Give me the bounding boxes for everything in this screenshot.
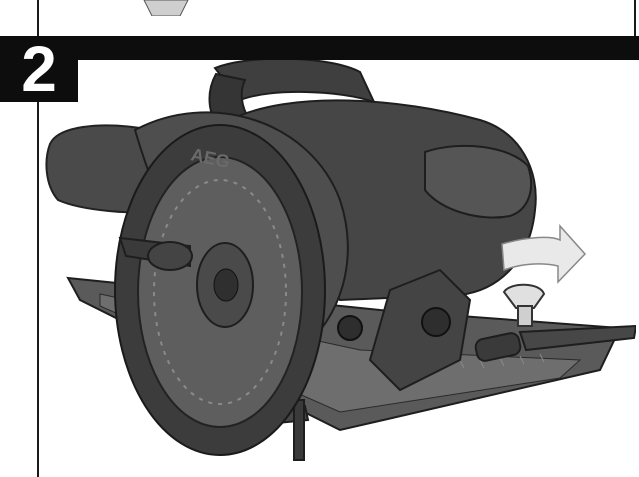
saw-front-knob: [118, 236, 193, 271]
previous-figure-fragment: [143, 0, 189, 16]
page-frame-right: [634, 0, 636, 42]
rotation-arrow: [501, 224, 587, 284]
page-frame-left: [37, 0, 39, 477]
depth-adjustment-bracket: [337, 268, 522, 392]
circular-saw-illustration: AEG: [45, 60, 636, 461]
bevel-wing-nut: [502, 283, 546, 327]
saw-blade-guard: AEG: [114, 111, 349, 456]
step-header-bar: [0, 36, 639, 60]
step-number: 2: [0, 36, 78, 102]
